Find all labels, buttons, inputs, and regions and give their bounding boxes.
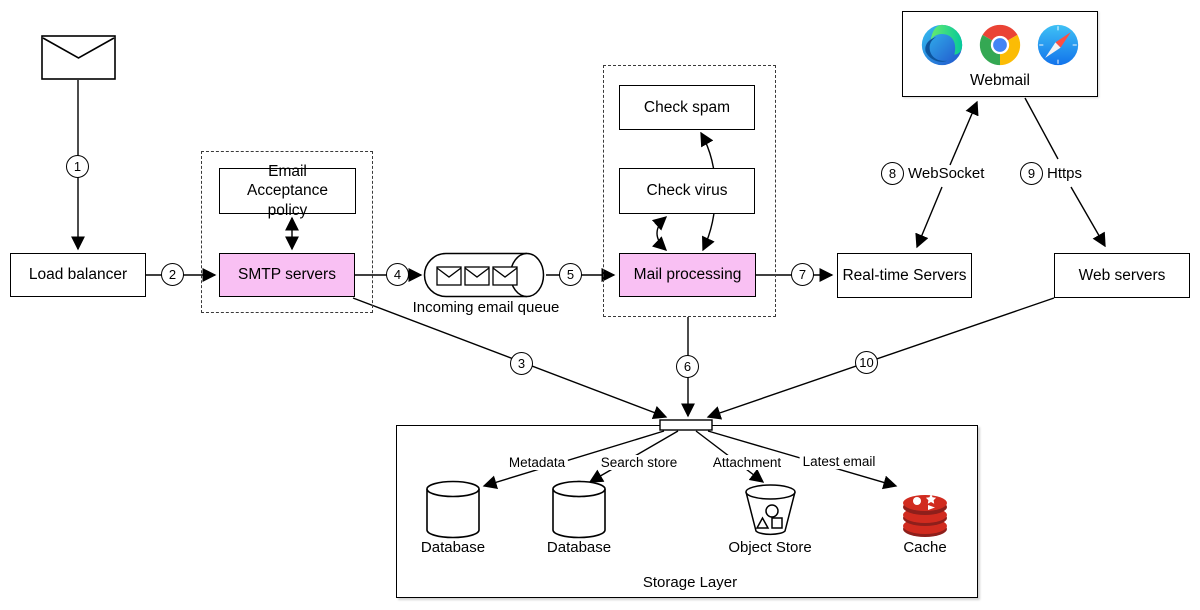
incoming-email-queue-label: Incoming email queue [412, 299, 560, 316]
step-circle-3: 3 [510, 352, 533, 375]
storage-layer-container [396, 425, 978, 598]
check-virus-node: Check virus [619, 168, 755, 214]
envelope-icon [41, 35, 116, 80]
realtime-servers-node: Real-time Servers [837, 253, 972, 298]
check-spam-node: Check spam [619, 85, 755, 130]
arrow-metadata [482, 430, 665, 490]
load-balancer-label: Load balancer [28, 266, 128, 284]
step-circle-8: 8 [881, 162, 904, 185]
check-spam-label: Check spam [643, 98, 731, 116]
step-3-number: 3 [517, 356, 526, 371]
email-queue-icon [423, 252, 545, 298]
latest-email-edge-label: Latest email [799, 454, 879, 469]
webmail-label: Webmail [969, 72, 1030, 90]
database-2-label: Database [546, 539, 612, 556]
arrow-step-8-lower [915, 186, 943, 249]
realtime-servers-label: Real-time Servers [842, 266, 967, 284]
smtp-servers-node: SMTP servers [219, 253, 355, 297]
arrow-step-10 [706, 297, 1055, 420]
safari-browser-icon [1037, 25, 1079, 66]
load-balancer-node: Load balancer [10, 253, 146, 297]
step-circle-7: 7 [791, 263, 814, 286]
mail-processing-node: Mail processing [619, 253, 756, 297]
step-9-number: 9 [1027, 166, 1036, 181]
browser-icons-row [920, 23, 1080, 67]
storage-hub [659, 419, 713, 431]
object-store-bucket-icon [745, 484, 796, 536]
arrow-step-3 [352, 297, 668, 420]
step-7-number: 7 [798, 267, 807, 282]
web-servers-node: Web servers [1054, 253, 1190, 298]
search-store-edge-label: Search store [597, 455, 681, 470]
arrow-step-9-upper [1024, 97, 1059, 160]
step-circle-1: 1 [66, 155, 89, 178]
web-servers-label: Web servers [1078, 266, 1166, 284]
https-edge-label: Https [1047, 165, 1083, 182]
database-cylinder-icon [426, 480, 480, 539]
mail-processing-label: Mail processing [633, 266, 742, 284]
step-2-number: 2 [168, 267, 177, 282]
smtp-servers-label: SMTP servers [238, 266, 336, 284]
database-cylinder-icon [552, 480, 606, 539]
step-circle-2: 2 [161, 263, 184, 286]
step-circle-9: 9 [1020, 162, 1043, 185]
arrow-mailprocessing-checkvirus [651, 216, 668, 251]
attachment-edge-label: Attachment [709, 455, 785, 470]
cache-label: Cache [903, 539, 947, 556]
email-acceptance-policy-label: Email Acceptance policy [247, 162, 328, 219]
step-6-number: 6 [683, 359, 692, 374]
arrow-step-9-lower [1070, 186, 1106, 248]
step-10-number: 10 [859, 355, 874, 370]
step-4-number: 4 [393, 267, 402, 282]
check-virus-label: Check virus [646, 182, 728, 200]
database-1-label: Database [420, 539, 486, 556]
websocket-edge-label: WebSocket [908, 165, 985, 182]
step-8-number: 8 [888, 166, 897, 181]
step-circle-10: 10 [855, 351, 878, 374]
step-circle-5: 5 [559, 263, 582, 286]
arrow-step-8-upper [949, 100, 979, 166]
redis-cache-icon [903, 494, 947, 537]
step-5-number: 5 [566, 267, 575, 282]
chrome-browser-icon [979, 25, 1021, 66]
webmail-node: Webmail [902, 11, 1098, 97]
object-store-label: Object Store [728, 539, 812, 556]
step-1-number: 1 [73, 159, 82, 174]
step-circle-6: 6 [676, 355, 699, 378]
storage-layer-label: Storage Layer [642, 574, 738, 591]
edge-browser-icon [921, 25, 963, 66]
email-acceptance-policy-node: Email Acceptance policy [219, 163, 356, 219]
step-circle-4: 4 [386, 263, 409, 286]
metadata-edge-label: Metadata [505, 455, 569, 470]
